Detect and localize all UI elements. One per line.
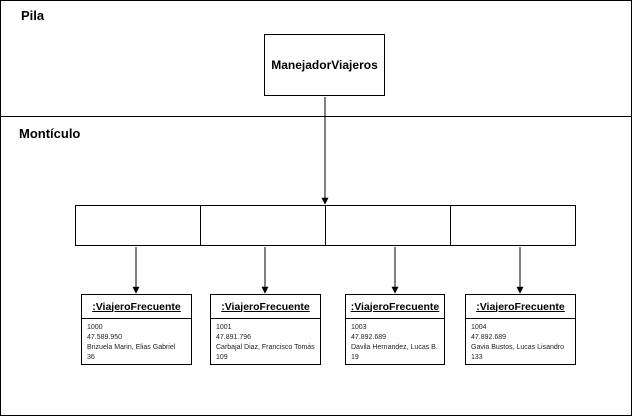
object-number: 1004 <box>471 324 487 331</box>
array-cell <box>201 206 326 245</box>
object-miles: 109 <box>216 354 228 361</box>
object-header: :ViajeroFrecuente <box>466 295 575 319</box>
object-name: Gavia Bustos, Lucas Lisandro <box>471 344 564 351</box>
object-name: Davila Hernandez, Lucas B. <box>351 344 438 351</box>
traveler-object: :ViajeroFrecuente 1004 47.892.689 Gavia … <box>465 294 576 365</box>
traveler-object: :ViajeroFrecuente 1003 47.892.689 Davila… <box>345 294 445 365</box>
heap-title: Montículo <box>19 126 81 141</box>
object-dni: 47.891.796 <box>216 334 252 341</box>
array-cell <box>76 206 201 245</box>
object-number: 1003 <box>351 324 367 331</box>
object-name: Brizuela Marin, Elias Gabriel <box>87 344 176 351</box>
traveler-object: :ViajeroFrecuente 1000 47.589.950 Brizue… <box>81 294 192 365</box>
object-miles: 19 <box>351 354 359 361</box>
traveler-object: :ViajeroFrecuente 1001 47.891.796 Carbaj… <box>210 294 321 365</box>
object-miles: 133 <box>471 354 483 361</box>
object-header: :ViajeroFrecuente <box>82 295 191 319</box>
heap-region <box>0 116 632 416</box>
object-number: 1001 <box>216 324 232 331</box>
object-dni: 47.892.689 <box>471 334 507 341</box>
stack-title: Pila <box>21 8 45 23</box>
object-miles: 36 <box>87 354 95 361</box>
reference-array <box>75 205 576 246</box>
object-dni: 47.892.689 <box>351 334 387 341</box>
object-name: Carbajal Diaz, Francisco Tomás <box>216 344 315 351</box>
object-dni: 47.589.950 <box>87 334 123 341</box>
manager-box: ManejadorViajeros <box>264 34 385 96</box>
manager-label: ManejadorViajeros <box>271 58 378 72</box>
object-header: :ViajeroFrecuente <box>346 295 444 319</box>
object-number: 1000 <box>87 324 103 331</box>
object-header: :ViajeroFrecuente <box>211 295 320 319</box>
array-cell <box>326 206 451 245</box>
